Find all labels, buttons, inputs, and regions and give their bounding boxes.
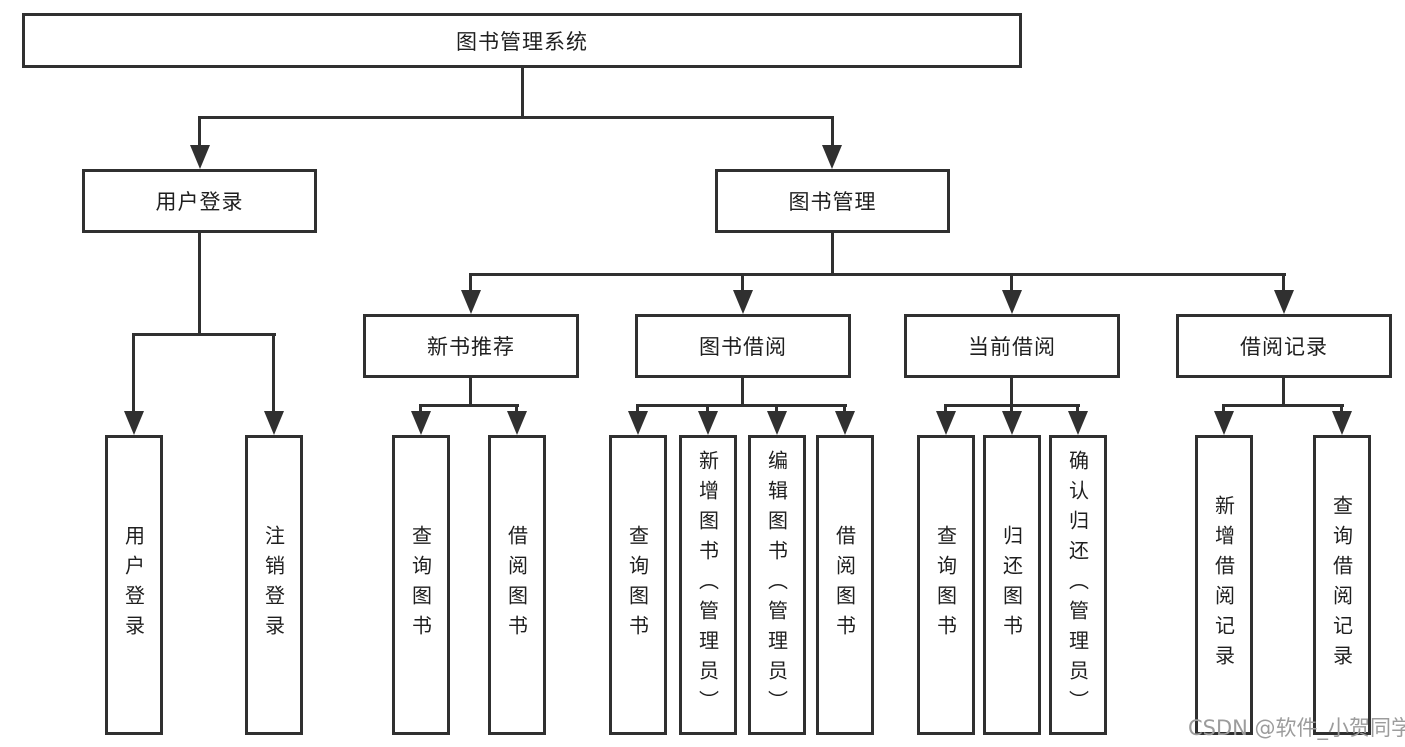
connector-line [132,333,135,415]
arrow-down-icon [698,411,718,435]
arrow-down-icon [835,411,855,435]
connector-line [469,273,472,295]
connector-line [831,233,834,276]
arrow-down-icon [411,411,431,435]
node-root-label: 图书管理系统 [456,29,588,54]
connector-line [1222,404,1225,416]
node-book-management-label: 图书管理 [788,190,877,214]
node-book-borrow-label: 图书借阅 [699,335,787,359]
connector-line [636,404,639,416]
leaf-edit-book-admin-label: 编辑图书（管理员） [764,450,789,720]
leaf-query-books-borrow-label: 查询图书 [625,525,650,645]
connector-line [419,404,519,407]
leaf-logout-label: 注销登录 [261,525,286,645]
connector-line [1010,378,1013,407]
leaf-add-borrow-record: 新增借阅记录 [1195,435,1253,735]
leaf-confirm-return-admin-label: 确认归还（管理员） [1065,450,1090,720]
arrow-down-icon [190,145,210,169]
arrow-down-icon [822,145,842,169]
leaf-query-borrow-record: 查询借阅记录 [1313,435,1371,735]
leaf-query-books-recommend-label: 查询图书 [408,525,433,645]
connector-line [132,333,276,336]
arrow-down-icon [1002,290,1022,314]
arrow-down-icon [1002,411,1022,435]
arrow-down-icon [767,411,787,435]
node-current-borrow: 当前借阅 [904,314,1120,378]
node-user-login-label: 用户登录 [155,190,244,214]
connector-line [706,404,709,416]
connector-line [775,404,778,416]
connector-line [636,404,847,407]
node-new-book-recommend-label: 新书推荐 [427,335,515,359]
leaf-query-books-current-label: 查询图书 [933,525,958,645]
connector-line [469,273,1286,276]
leaf-return-book: 归还图书 [983,435,1041,735]
arrow-down-icon [628,411,648,435]
leaf-user-login-label: 用户登录 [121,525,146,645]
connector-line [198,233,201,336]
csdn-watermark: CSDN @软件_小贺同学 [1188,716,1405,740]
connector-line [521,68,524,119]
connector-line [1340,404,1343,416]
node-root: 图书管理系统 [22,13,1022,68]
arrow-down-icon [1274,290,1294,314]
connector-line [1282,273,1285,295]
leaf-borrow-books-borrow-label: 借阅图书 [832,525,857,645]
node-borrow-records: 借阅记录 [1176,314,1392,378]
leaf-borrow-books-recommend: 借阅图书 [488,435,546,735]
leaf-add-book-admin: 新增图书（管理员） [679,435,737,735]
leaf-query-books-recommend: 查询图书 [392,435,450,735]
connector-line [272,333,275,415]
leaf-return-book-label: 归还图书 [999,525,1024,645]
connector-line [843,404,846,416]
node-borrow-records-label: 借阅记录 [1240,335,1328,359]
node-new-book-recommend: 新书推荐 [363,314,579,378]
connector-line [198,116,201,150]
connector-line [1010,404,1013,416]
connector-line [419,404,422,416]
connector-line [944,404,947,416]
connector-line [1222,404,1344,407]
arrow-down-icon [507,411,527,435]
arrow-down-icon [936,411,956,435]
node-user-login: 用户登录 [82,169,317,233]
connector-line [831,116,834,150]
leaf-borrow-books-borrow: 借阅图书 [816,435,874,735]
connector-line [741,273,744,295]
arrow-down-icon [264,411,284,435]
leaf-logout: 注销登录 [245,435,303,735]
connector-line [1010,273,1013,295]
leaf-add-book-admin-label: 新增图书（管理员） [695,450,720,720]
arrow-down-icon [1214,411,1234,435]
connector-line [469,378,472,407]
connector-line [741,378,744,407]
connector-line [1076,404,1079,416]
leaf-add-borrow-record-label: 新增借阅记录 [1211,495,1236,675]
leaf-confirm-return-admin: 确认归还（管理员） [1049,435,1107,735]
arrow-down-icon [733,290,753,314]
leaf-user-login: 用户登录 [105,435,163,735]
leaf-query-books-current: 查询图书 [917,435,975,735]
connector-line [198,116,834,119]
arrow-down-icon [461,290,481,314]
arrow-down-icon [1332,411,1352,435]
node-current-borrow-label: 当前借阅 [968,335,1056,359]
arrow-down-icon [1068,411,1088,435]
leaf-borrow-books-recommend-label: 借阅图书 [504,525,529,645]
leaf-query-borrow-record-label: 查询借阅记录 [1329,495,1354,675]
node-book-borrow: 图书借阅 [635,314,851,378]
leaf-edit-book-admin: 编辑图书（管理员） [748,435,806,735]
connector-line [515,404,518,416]
leaf-query-books-borrow: 查询图书 [609,435,667,735]
connector-line [1282,378,1285,407]
arrow-down-icon [124,411,144,435]
node-book-management: 图书管理 [715,169,950,233]
